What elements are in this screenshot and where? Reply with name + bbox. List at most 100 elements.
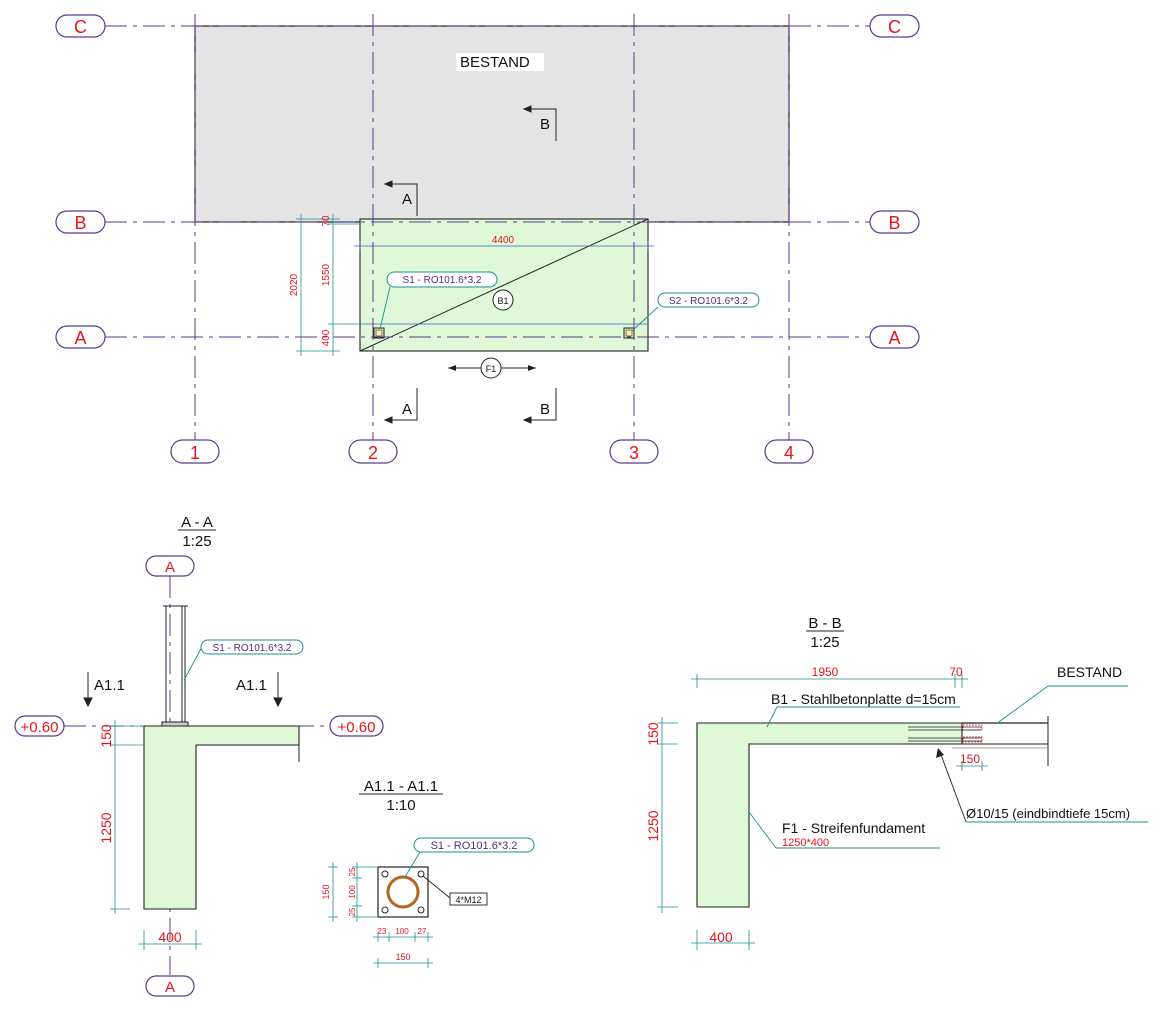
bolt-hole-tl — [381, 870, 389, 878]
section-aa-column — [161, 605, 189, 727]
svg-text:150: 150 — [395, 952, 410, 962]
svg-text:B: B — [540, 401, 550, 418]
svg-text:150: 150 — [645, 722, 661, 746]
svg-text:70: 70 — [321, 215, 332, 227]
detail-a11-title: A1.1 - A1.1 — [364, 778, 438, 795]
svg-text:A: A — [402, 401, 412, 418]
svg-text:1250: 1250 — [98, 812, 114, 843]
svg-text:A1.1: A1.1 — [236, 677, 267, 694]
svg-text:A: A — [165, 979, 175, 996]
level-tag-left: +0.60 — [14, 715, 65, 737]
existing-label-bg — [456, 53, 544, 71]
section-aa-dim-width: 400 — [138, 929, 202, 950]
existing-label: BESTAND — [460, 54, 530, 71]
grid-bubble-2: 2 — [348, 439, 398, 464]
svg-text:25: 25 — [348, 867, 357, 876]
grid-bubble-c-left: C — [55, 14, 106, 38]
detail-column-tag: S1 - RO101.6*3.2 — [404, 837, 535, 878]
svg-text:A: A — [888, 328, 900, 348]
dim-width-4400: 4400 — [354, 235, 654, 251]
svg-text:1: 1 — [190, 443, 200, 463]
section-bb-dim-vertical: 150 1250 — [645, 717, 678, 913]
svg-text:150: 150 — [321, 884, 331, 899]
dim-depth-parts: 70 1550 400 — [321, 214, 360, 356]
cut-mark-a11-right: A1.1 — [236, 672, 283, 708]
section-aa-dim-vertical: 150 1250 — [98, 720, 144, 914]
grid-bubble-b-right: B — [869, 210, 920, 234]
svg-text:BESTAND: BESTAND — [1057, 664, 1122, 680]
svg-text:70: 70 — [949, 665, 963, 679]
grid-bubble-b-left: B — [55, 210, 106, 234]
svg-text:1250*400: 1250*400 — [782, 837, 829, 849]
svg-text:B: B — [74, 213, 86, 233]
svg-text:+0.60: +0.60 — [338, 719, 376, 736]
section-aa: A - A 1:25 A A +0.60 +0.60 — [14, 514, 384, 997]
section-bb-title: B - B — [808, 615, 841, 632]
section-bb-rebar-label: Ø10/15 (eindbindtiefe 15cm) — [936, 748, 1148, 823]
svg-text:4400: 4400 — [492, 235, 515, 246]
svg-text:27: 27 — [418, 927, 427, 936]
svg-text:1550: 1550 — [321, 263, 332, 286]
svg-text:Ø10/15 (eindbindtiefe 15cm): Ø10/15 (eindbindtiefe 15cm) — [966, 806, 1130, 821]
dim-depth-2020: 2020 — [289, 214, 340, 356]
svg-text:400: 400 — [321, 329, 332, 346]
svg-text:B1: B1 — [497, 296, 508, 306]
foundation-tag-f1: F1 — [448, 357, 536, 379]
svg-text:B: B — [888, 213, 900, 233]
svg-text:25: 25 — [348, 907, 357, 916]
svg-text:A: A — [402, 191, 412, 208]
svg-text:400: 400 — [709, 929, 733, 945]
svg-text:1250: 1250 — [645, 810, 661, 841]
cut-mark-a11-left: A1.1 — [83, 672, 125, 708]
svg-text:3: 3 — [629, 443, 639, 463]
svg-text:F1: F1 — [486, 364, 497, 374]
svg-text:S1 - RO101.6*3.2: S1 - RO101.6*3.2 — [213, 643, 292, 654]
svg-text:4*M12: 4*M12 — [455, 895, 481, 905]
svg-text:150: 150 — [98, 724, 114, 748]
section-bb-foundation-label: F1 - Streifenfundament 1250*400 — [748, 811, 940, 849]
svg-text:23: 23 — [378, 927, 387, 936]
svg-text:F1 - Streifenfundament: F1 - Streifenfundament — [782, 820, 925, 836]
svg-text:100: 100 — [395, 927, 409, 936]
svg-text:S1 - RO101.6*3.2: S1 - RO101.6*3.2 — [403, 275, 482, 286]
bolt-tag: 4*M12 — [422, 875, 488, 906]
slab-diagonal — [359, 218, 649, 352]
section-bb-scale: 1:25 — [810, 634, 839, 651]
bolt-hole-tr — [417, 870, 425, 878]
detail-a11-scale: 1:10 — [386, 797, 415, 814]
grid-bubble-c-right: C — [869, 14, 920, 38]
svg-text:B1 - Stahlbetonplatte d=15cm: B1 - Stahlbetonplatte d=15cm — [771, 691, 956, 707]
column-s2-plan — [623, 327, 635, 339]
section-bb-dim-embed: 150 — [956, 752, 988, 771]
section-aa-scale: 1:25 — [182, 533, 211, 550]
section-marker-a-bottom: A — [383, 388, 418, 424]
svg-text:400: 400 — [158, 929, 182, 945]
svg-text:S2 - RO101.6*3.2: S2 - RO101.6*3.2 — [669, 296, 748, 307]
section-aa-concrete — [143, 725, 300, 910]
bolt-hole-bl — [381, 906, 389, 914]
section-marker-a-top: A — [383, 180, 418, 216]
svg-text:2: 2 — [368, 443, 378, 463]
section-marker-b-bottom: B — [522, 388, 557, 424]
beam-tag-b1: B1 — [492, 289, 514, 311]
grid-bubble-4: 4 — [764, 439, 814, 464]
section-bb-dim-top: 1950 70 — [691, 665, 968, 688]
section-bb-existing-label: BESTAND — [995, 664, 1128, 725]
section-aa-axis-bubble-bottom: A — [145, 975, 195, 997]
detail-a11: A1.1 - A1.1 1:10 S1 - RO101.6*3.2 4*M12 … — [321, 778, 535, 968]
detail-dim-horizontal: 23 100 27 150 — [373, 927, 433, 968]
column-s1-plan — [373, 327, 385, 339]
section-aa-axis-bubble-top: A — [145, 555, 195, 577]
svg-text:+0.60: +0.60 — [21, 719, 59, 736]
svg-text:4: 4 — [784, 443, 794, 463]
svg-text:1950: 1950 — [812, 665, 839, 679]
svg-text:100: 100 — [348, 885, 357, 899]
bolt-hole-br — [417, 906, 425, 914]
grid-bubble-a-right: A — [869, 325, 920, 349]
svg-text:C: C — [74, 17, 87, 37]
svg-text:2020: 2020 — [289, 273, 300, 296]
svg-text:150: 150 — [960, 752, 980, 766]
section-bb-concrete — [696, 722, 963, 908]
column-tag-s2: S2 - RO101.6*3.2 — [631, 292, 760, 332]
